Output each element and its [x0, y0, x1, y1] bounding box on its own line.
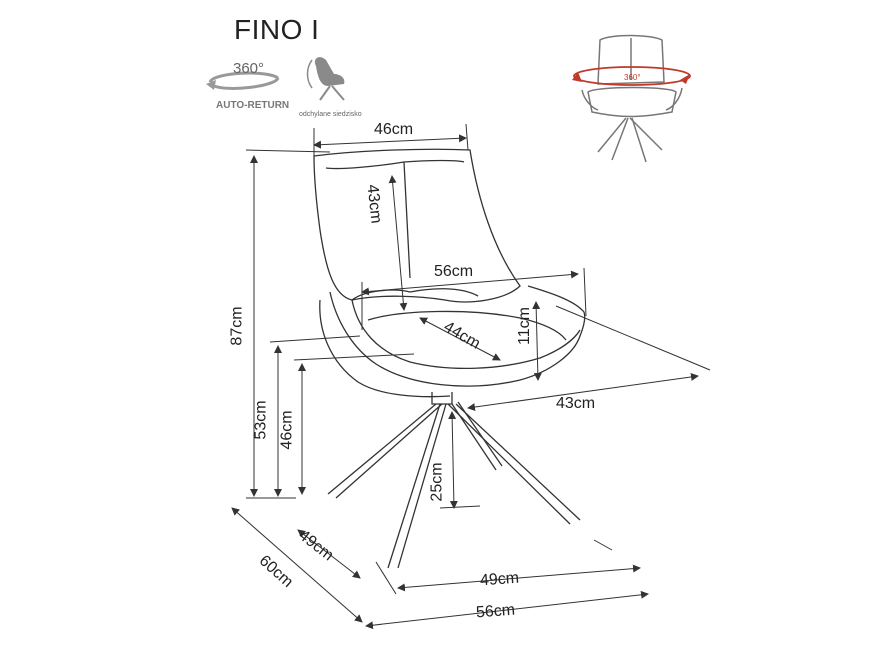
dim-armrest-width: 56cm — [434, 263, 474, 280]
dim-leg-clearance: 25cm — [428, 462, 446, 502]
auto-return-caption: AUTO-RETURN — [216, 100, 290, 111]
rotation-label: 360° — [233, 60, 265, 77]
preview-chair-icon — [572, 34, 691, 163]
dimension-lines — [231, 123, 711, 630]
chair-outline — [313, 148, 586, 569]
preview-rotation-label: 360° — [624, 73, 641, 82]
tilt-caption: odchylane siedzisko — [299, 111, 362, 118]
dim-backrest-width: 46cm — [374, 121, 414, 138]
tilt-seat-icon — [306, 57, 345, 101]
dim-backrest-height: 43cm — [363, 183, 385, 225]
dim-armrest-height: 11cm — [515, 307, 533, 345]
dim-base-width-outer: 56cm — [475, 601, 516, 622]
product-title: FINO I — [234, 14, 320, 45]
dim-seat-height: 46cm — [278, 410, 296, 450]
rotation-icon — [206, 71, 280, 90]
dim-total-height: 87cm — [228, 306, 246, 346]
dim-seat-side-depth: 43cm — [556, 395, 596, 412]
dim-base-width-inner: 49cm — [479, 569, 520, 590]
dim-armrest-floor-height: 53cm — [252, 400, 270, 440]
